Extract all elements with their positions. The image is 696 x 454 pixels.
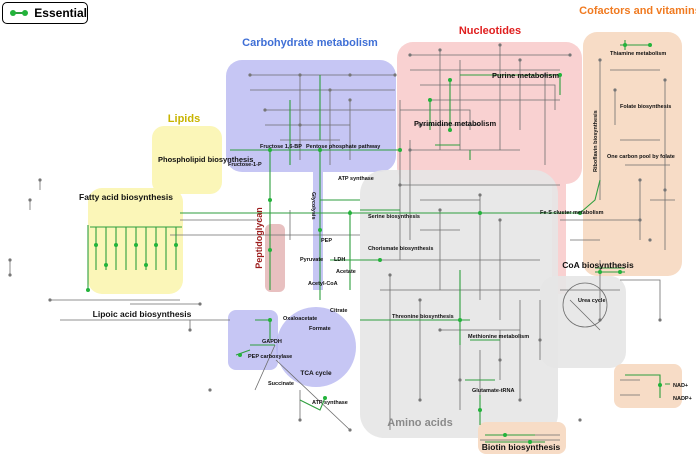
region-title-fatty-acid: Fatty acid biosynthesis bbox=[79, 192, 173, 202]
region-title-lipoic: Lipoic acid biosynthesis bbox=[93, 309, 192, 319]
region-aminoacids-ext-bg bbox=[540, 276, 626, 368]
label-chorismate: Chorismate biosynthesis bbox=[368, 246, 433, 252]
label-pyrimidine: Pyrimidine metabolism bbox=[414, 119, 496, 128]
region-biotin-bg bbox=[478, 422, 566, 454]
label-folate: Folate biosynthesis bbox=[620, 104, 671, 110]
region-title-nucleotides: Nucleotides bbox=[459, 25, 521, 37]
urea-cycle-ring bbox=[562, 282, 608, 328]
label-nadp: NADP+ bbox=[673, 396, 692, 402]
region-nucleotides-bg bbox=[397, 42, 582, 184]
legend-box: Essential bbox=[2, 2, 88, 24]
region-peptidoglycan-bg bbox=[265, 224, 285, 292]
label-glycolysis: Glycolysis bbox=[310, 192, 316, 220]
essential-legend-symbol bbox=[9, 8, 29, 18]
region-title-carbohydrate: Carbohydrate metabolism bbox=[242, 37, 378, 49]
region-title-cofactors: Cofactors and vitamins bbox=[579, 5, 696, 17]
label-fructose-16bp: Fructose 1,6-BP bbox=[260, 144, 302, 150]
label-nad: NAD+ bbox=[673, 383, 688, 389]
label-one-carbon: One carbon pool by folate bbox=[607, 154, 675, 160]
essential-nodes bbox=[86, 43, 662, 444]
label-pentose: Pentose phosphate pathway bbox=[306, 144, 381, 150]
region-nad-bg bbox=[614, 364, 682, 408]
label-threonine: Threonine biosynthesis bbox=[392, 314, 454, 320]
label-atp-synthase-top: ATP synthase bbox=[338, 176, 374, 182]
label-oxaloacetate: Oxaloacetate bbox=[283, 316, 317, 322]
label-urea: Urea cycle bbox=[578, 298, 606, 304]
pathway-labels: Thiamine metabolism Purine metabolism Py… bbox=[158, 51, 692, 406]
label-purine: Purine metabolism bbox=[492, 71, 559, 80]
region-title-aminoacids: Amino acids bbox=[387, 417, 452, 429]
label-pep: PEP bbox=[321, 238, 332, 244]
pathway-network bbox=[9, 45, 675, 441]
label-atp-synthase-bottom: ATP synthase bbox=[312, 400, 348, 406]
region-cofactors-bg bbox=[583, 32, 682, 276]
region-title-coa: CoA biosynthesis bbox=[562, 260, 634, 270]
region-carbohydrate-bg bbox=[226, 60, 396, 172]
label-acetyl-coa: Acetyl-CoA bbox=[308, 281, 338, 287]
label-formate: Formate bbox=[309, 326, 331, 332]
label-serine: Serine biosynthesis bbox=[368, 214, 420, 220]
label-pyruvate: Pyruvate bbox=[300, 257, 323, 263]
label-acetate: Acetate bbox=[336, 269, 356, 275]
label-phospholipid: Phospholipid biosynthesis bbox=[158, 155, 253, 164]
label-fructose-1p: Fructose-1-P bbox=[228, 162, 262, 168]
region-aminoacids-bg bbox=[360, 170, 558, 438]
label-gapdh: GAPDH bbox=[262, 339, 282, 345]
label-glutamate: Glutamate-tRNA bbox=[472, 388, 515, 394]
pathway-nodes bbox=[8, 43, 667, 432]
region-title-tca: TCA cycle bbox=[300, 370, 332, 377]
label-pep-carboxylase: PEP carboxylase bbox=[248, 354, 292, 360]
region-title-biotin: Biotin biosynthesis bbox=[482, 442, 561, 452]
region-glycolysis-bg bbox=[313, 172, 323, 290]
region-title-lipids: Lipids bbox=[168, 113, 200, 125]
label-succinate: Succinate bbox=[268, 381, 294, 387]
label-citrate: Citrate bbox=[330, 308, 347, 314]
label-fes: Fe-S cluster metabolism bbox=[540, 210, 604, 216]
region-title-peptidoglycan: Peptidoglycan bbox=[254, 207, 264, 269]
label-methionine: Methionine metabolism bbox=[468, 334, 529, 340]
label-riboflavin: Riboflavin biosynthesis bbox=[593, 110, 599, 172]
label-ldh: LDH bbox=[334, 257, 345, 263]
label-thiamine: Thiamine metabolism bbox=[610, 51, 666, 57]
region-tca-bg bbox=[276, 307, 356, 387]
region-lipids-bg bbox=[152, 126, 222, 194]
legend-label: Essential bbox=[34, 6, 87, 20]
